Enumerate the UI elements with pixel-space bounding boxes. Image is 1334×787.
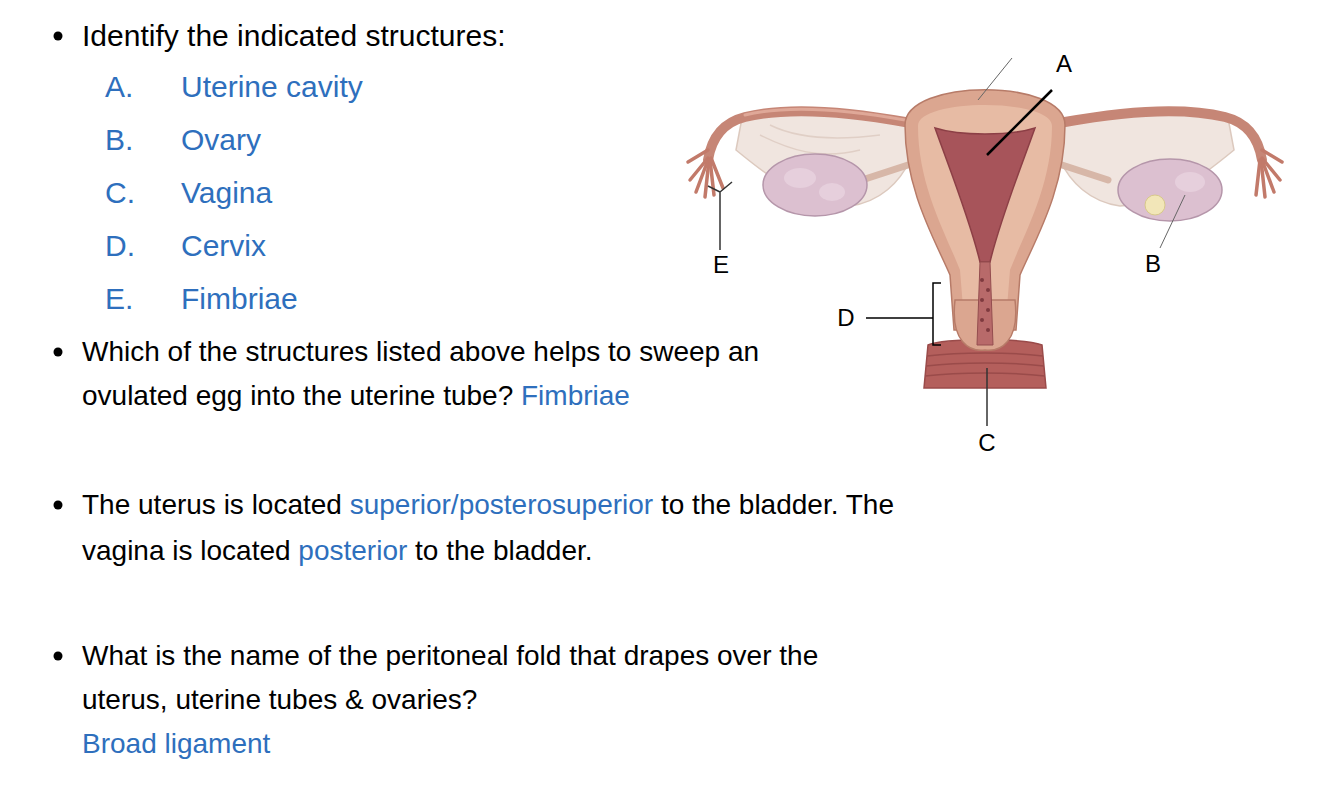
callout-letter: B bbox=[1143, 250, 1163, 278]
callout-letter: E bbox=[711, 251, 731, 279]
ovarian-ligament bbox=[1062, 165, 1108, 180]
leader-line bbox=[708, 182, 732, 250]
list-letter: B. bbox=[105, 122, 133, 158]
fold bbox=[980, 278, 984, 282]
prompt: Identify the indicated structures: bbox=[82, 14, 802, 58]
question-text: The uterus is located bbox=[82, 489, 342, 520]
ovarian-ligament bbox=[862, 165, 908, 180]
leader-line bbox=[987, 90, 1052, 155]
leader-line bbox=[986, 368, 988, 426]
bullet bbox=[54, 348, 63, 357]
leader-lines bbox=[708, 58, 1185, 426]
list-letter: C. bbox=[105, 175, 135, 211]
vaginal-rugae bbox=[925, 353, 1045, 376]
follicle bbox=[819, 183, 845, 201]
uterus bbox=[905, 90, 1065, 350]
answer-text: posterior bbox=[298, 535, 407, 566]
fimbria bbox=[1256, 160, 1260, 195]
answer-text: superior/posterosuperior bbox=[350, 489, 654, 520]
question-text: Identify the indicated structures: bbox=[82, 19, 506, 52]
list-letter: A. bbox=[105, 69, 133, 105]
answer-text: Ovary bbox=[181, 122, 261, 158]
answer-text: Fimbriae bbox=[521, 380, 630, 411]
fimbriae bbox=[1256, 150, 1282, 197]
fold bbox=[986, 328, 990, 332]
question: What is the name of the peritoneal fold … bbox=[82, 634, 872, 766]
canal-folds bbox=[980, 278, 990, 332]
fimbria bbox=[705, 160, 709, 197]
fold bbox=[980, 318, 984, 322]
bracket bbox=[866, 283, 941, 345]
bullet bbox=[54, 501, 63, 510]
question-text: to the bladder. bbox=[415, 535, 592, 566]
bullets bbox=[54, 32, 63, 661]
uterine-tube bbox=[708, 111, 905, 160]
question: Which of the structures listed above hel… bbox=[82, 330, 822, 418]
adnexa-left bbox=[688, 109, 910, 216]
bullet bbox=[54, 652, 63, 661]
fimbria bbox=[711, 158, 723, 188]
uterine-tube bbox=[1065, 111, 1262, 160]
fold bbox=[986, 308, 990, 312]
ruga bbox=[925, 373, 1045, 376]
answer-text: Fimbriae bbox=[181, 281, 298, 317]
ovary bbox=[763, 154, 867, 216]
answer-text: Uterine cavity bbox=[181, 69, 363, 105]
follicle bbox=[1145, 195, 1165, 215]
callout-letter: C bbox=[976, 429, 997, 457]
list-letter: D. bbox=[105, 228, 135, 264]
leader-line bbox=[978, 58, 1012, 100]
callout-letter: D bbox=[835, 304, 856, 332]
leader-line bbox=[1160, 195, 1185, 248]
uterine-cavity bbox=[935, 128, 1035, 262]
cervical-canal bbox=[977, 262, 993, 345]
bullet bbox=[54, 32, 63, 41]
question-text: Which of the structures listed above hel… bbox=[82, 336, 759, 411]
fold bbox=[980, 298, 984, 302]
fimbria bbox=[1261, 160, 1265, 197]
answer-text: Vagina bbox=[181, 175, 272, 211]
fill-in-sentence: The uterus is located superior/posterosu… bbox=[82, 482, 912, 574]
callout-letter: A bbox=[1054, 50, 1074, 78]
follicle bbox=[784, 168, 816, 188]
answer-text: Cervix bbox=[181, 228, 266, 264]
ruga bbox=[927, 353, 1043, 356]
fimbria bbox=[688, 150, 708, 162]
ovary bbox=[1118, 159, 1222, 221]
ligament-fold bbox=[760, 125, 880, 154]
tube-highlight bbox=[745, 109, 905, 120]
fimbria bbox=[1262, 150, 1282, 162]
list-letter: E. bbox=[105, 281, 133, 317]
adnexa-right bbox=[1060, 111, 1282, 221]
fimbriae bbox=[688, 150, 723, 197]
follicle bbox=[1175, 172, 1205, 192]
question-text: What is the name of the peritoneal fold … bbox=[82, 640, 818, 715]
ruga bbox=[926, 363, 1044, 366]
fold bbox=[986, 288, 990, 292]
answer-text: Broad ligament bbox=[82, 722, 872, 766]
